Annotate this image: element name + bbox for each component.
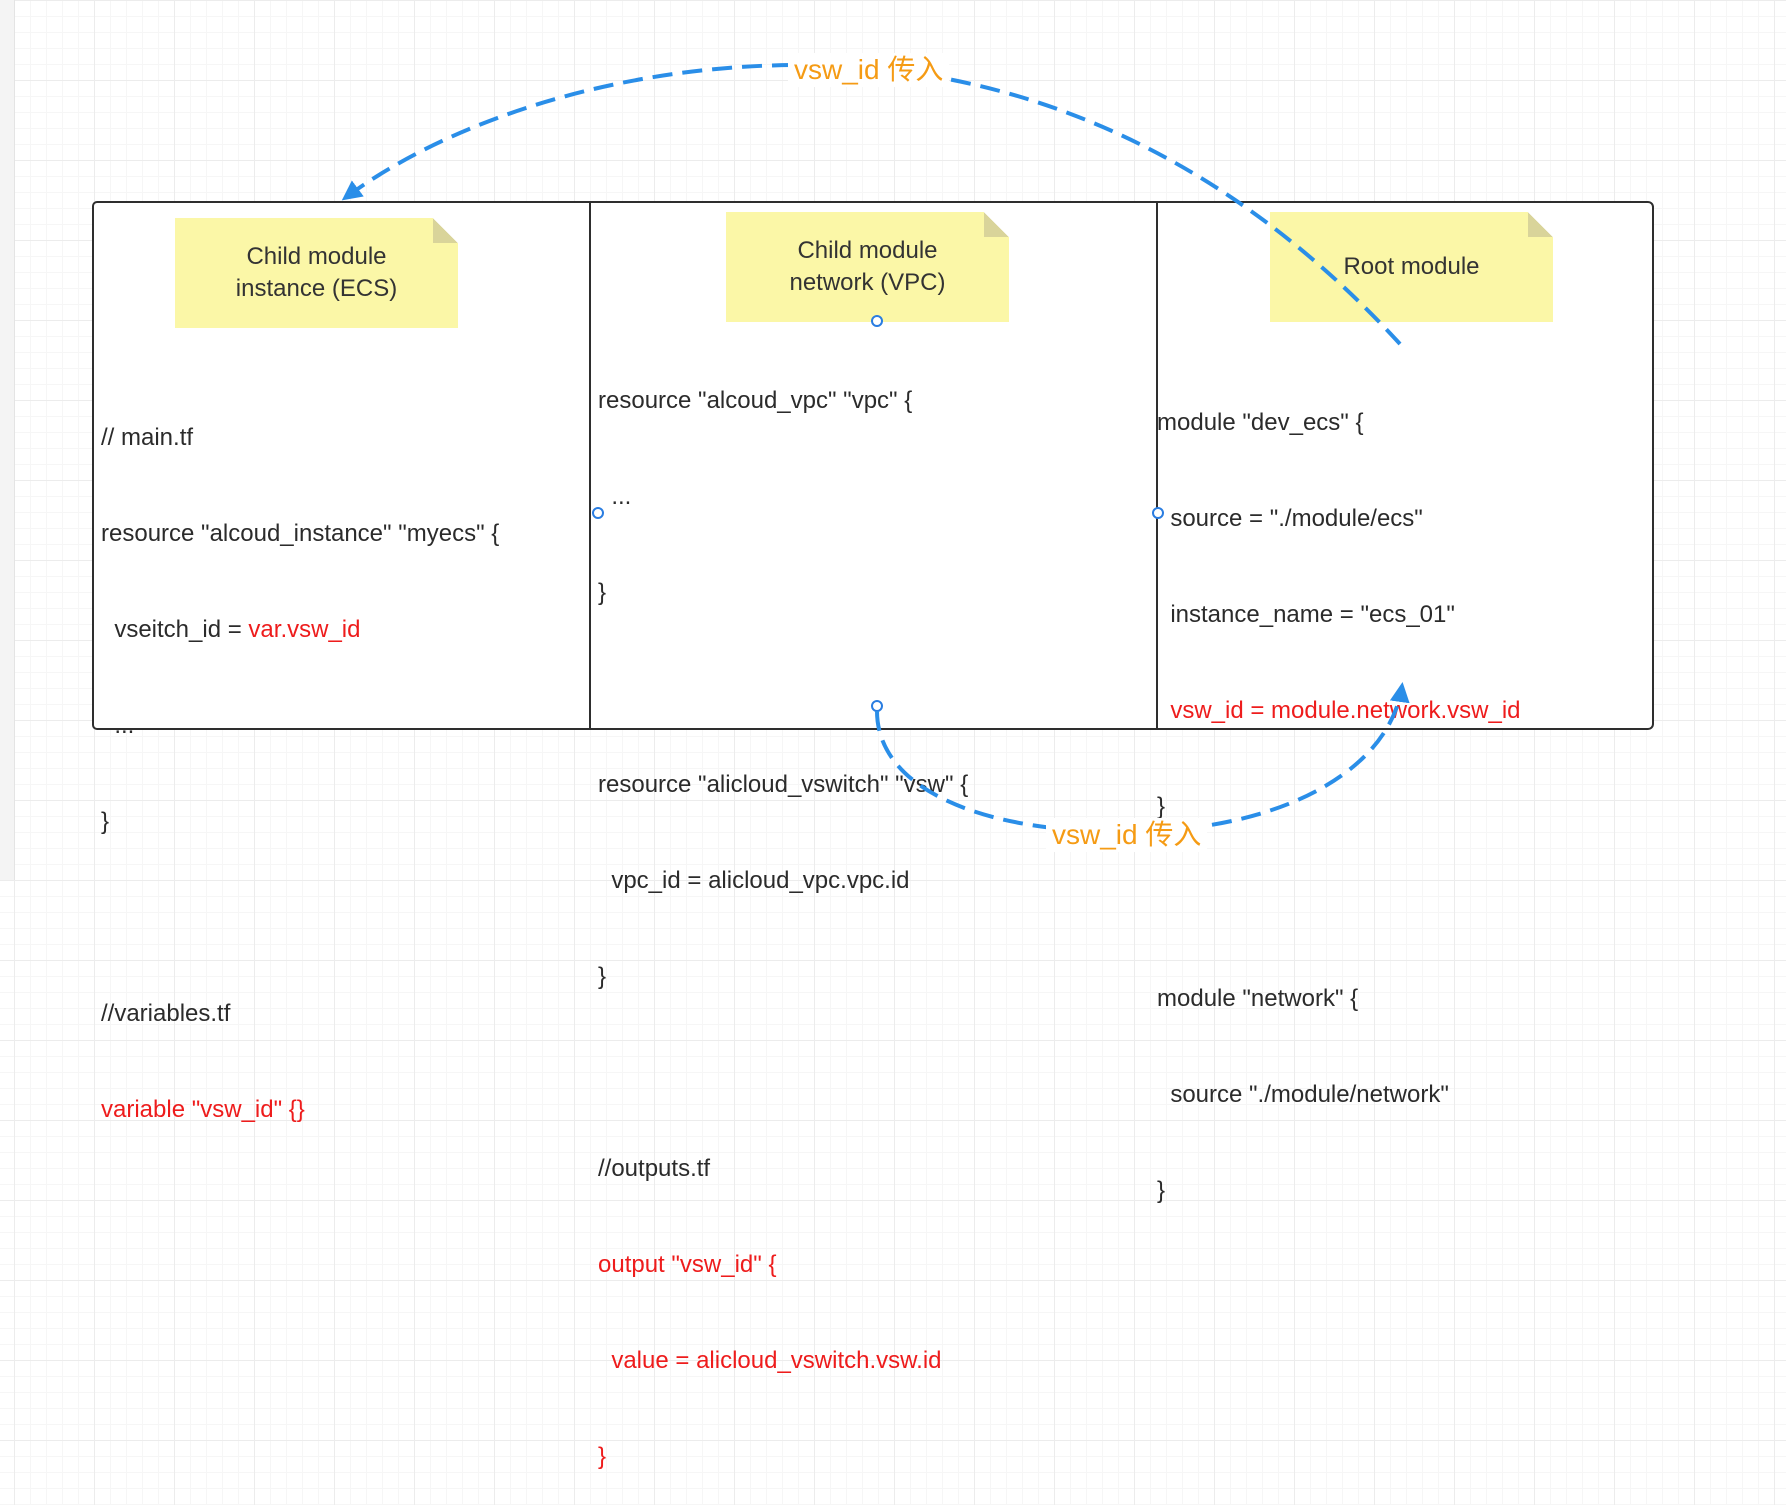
code-line: vsw_id = module.network.vsw_id: [1157, 697, 1521, 724]
root-module-note-text: Root module: [1343, 253, 1480, 280]
code-line: module "network" {: [1157, 985, 1359, 1012]
code-line: }: [598, 1443, 607, 1470]
vpc-module-note[interactable]: Child module network (VPC): [726, 212, 1009, 322]
highlighted-reference: var.vsw_id: [248, 616, 361, 643]
code-line: //variables.tf: [101, 1000, 231, 1027]
code-line: [598, 673, 968, 705]
code-line: value = alicloud_vswitch.vsw.id: [598, 1347, 942, 1374]
code-line: }: [598, 579, 607, 606]
code-line: resource "alcoud_instance" "myecs" {: [101, 520, 500, 547]
code-line: [101, 902, 499, 934]
top-arrow-label: vsw_id 传入: [788, 53, 950, 87]
code-line: }: [1157, 1177, 1166, 1204]
code-line: }: [1157, 793, 1166, 820]
ecs-module-note-text: Child module instance (ECS): [235, 243, 398, 302]
code-line: resource "alcoud_vpc" "vpc" {: [598, 387, 913, 414]
note-fold-corner: [984, 212, 1009, 237]
connection-point[interactable]: [1152, 507, 1164, 519]
code-line: source = "./module/ecs": [1157, 505, 1423, 532]
code-line: [1157, 887, 1521, 919]
root-module-code[interactable]: module "dev_ecs" { source = "./module/ec…: [1157, 343, 1521, 1239]
code-line: variable "vsw_id" {}: [101, 1096, 305, 1123]
code-line: ...: [598, 483, 632, 510]
code-line: // main.tf: [101, 424, 194, 451]
code-line: }: [598, 963, 607, 990]
code-line: module "dev_ecs" {: [1157, 409, 1364, 436]
code-line: source "./module/network": [1157, 1081, 1449, 1108]
code-line: }: [101, 808, 110, 835]
code-line: [598, 1057, 968, 1089]
code-line: instance_name = "ecs_01": [1157, 601, 1455, 628]
connection-point[interactable]: [871, 700, 883, 712]
bottom-arrow-label: vsw_id 传入: [1046, 818, 1208, 852]
root-module-note[interactable]: Root module: [1270, 212, 1553, 322]
ecs-module-code[interactable]: // main.tf resource "alcoud_instance" "m…: [101, 358, 499, 1158]
connection-point[interactable]: [871, 315, 883, 327]
canvas-left-edge: [0, 0, 15, 880]
code-line: resource "alicloud_vswitch" "vsw" {: [598, 771, 969, 798]
note-fold-corner: [433, 218, 458, 243]
connection-point[interactable]: [592, 507, 604, 519]
note-fold-corner: [1528, 212, 1553, 237]
code-line: vseitch_id = var.vsw_id: [101, 616, 361, 643]
code-line: ...: [101, 712, 135, 739]
vpc-module-note-text: Child module network (VPC): [789, 237, 946, 296]
code-line: output "vsw_id" {: [598, 1251, 777, 1278]
vpc-module-code[interactable]: resource "alcoud_vpc" "vpc" { ... } reso…: [598, 321, 968, 1505]
code-line: //outputs.tf: [598, 1155, 711, 1182]
ecs-module-note[interactable]: Child module instance (ECS): [175, 218, 458, 328]
code-line: vpc_id = alicloud_vpc.vpc.id: [598, 867, 910, 894]
